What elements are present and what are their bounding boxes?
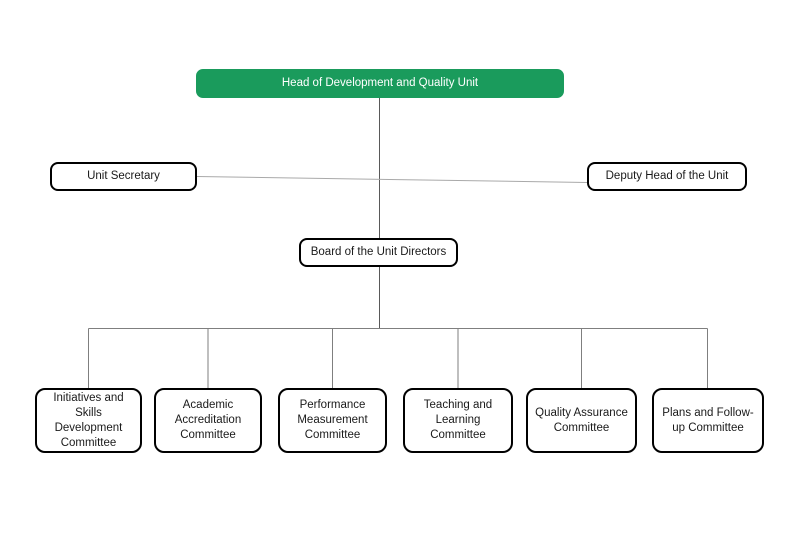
node-committee-academic-accreditation: Academic Accreditation Committee (154, 388, 262, 453)
node-deputy-head: Deputy Head of the Unit (587, 162, 747, 191)
node-head-of-unit: Head of Development and Quality Unit (196, 69, 564, 98)
node-committee-plans-followup: Plans and Follow-up Committee (652, 388, 764, 453)
node-board-of-directors: Board of the Unit Directors (299, 238, 458, 267)
node-committee-performance-measurement: Performance Measurement Committee (278, 388, 387, 453)
node-committee-teaching-learning: Teaching and Learning Committee (403, 388, 513, 453)
node-committee-quality-assurance: Quality Assurance Committee (526, 388, 637, 453)
node-unit-secretary: Unit Secretary (50, 162, 197, 191)
node-committee-initiatives-skills: Initiatives and Skills Development Commi… (35, 388, 142, 453)
connector-assistants (196, 176, 588, 183)
